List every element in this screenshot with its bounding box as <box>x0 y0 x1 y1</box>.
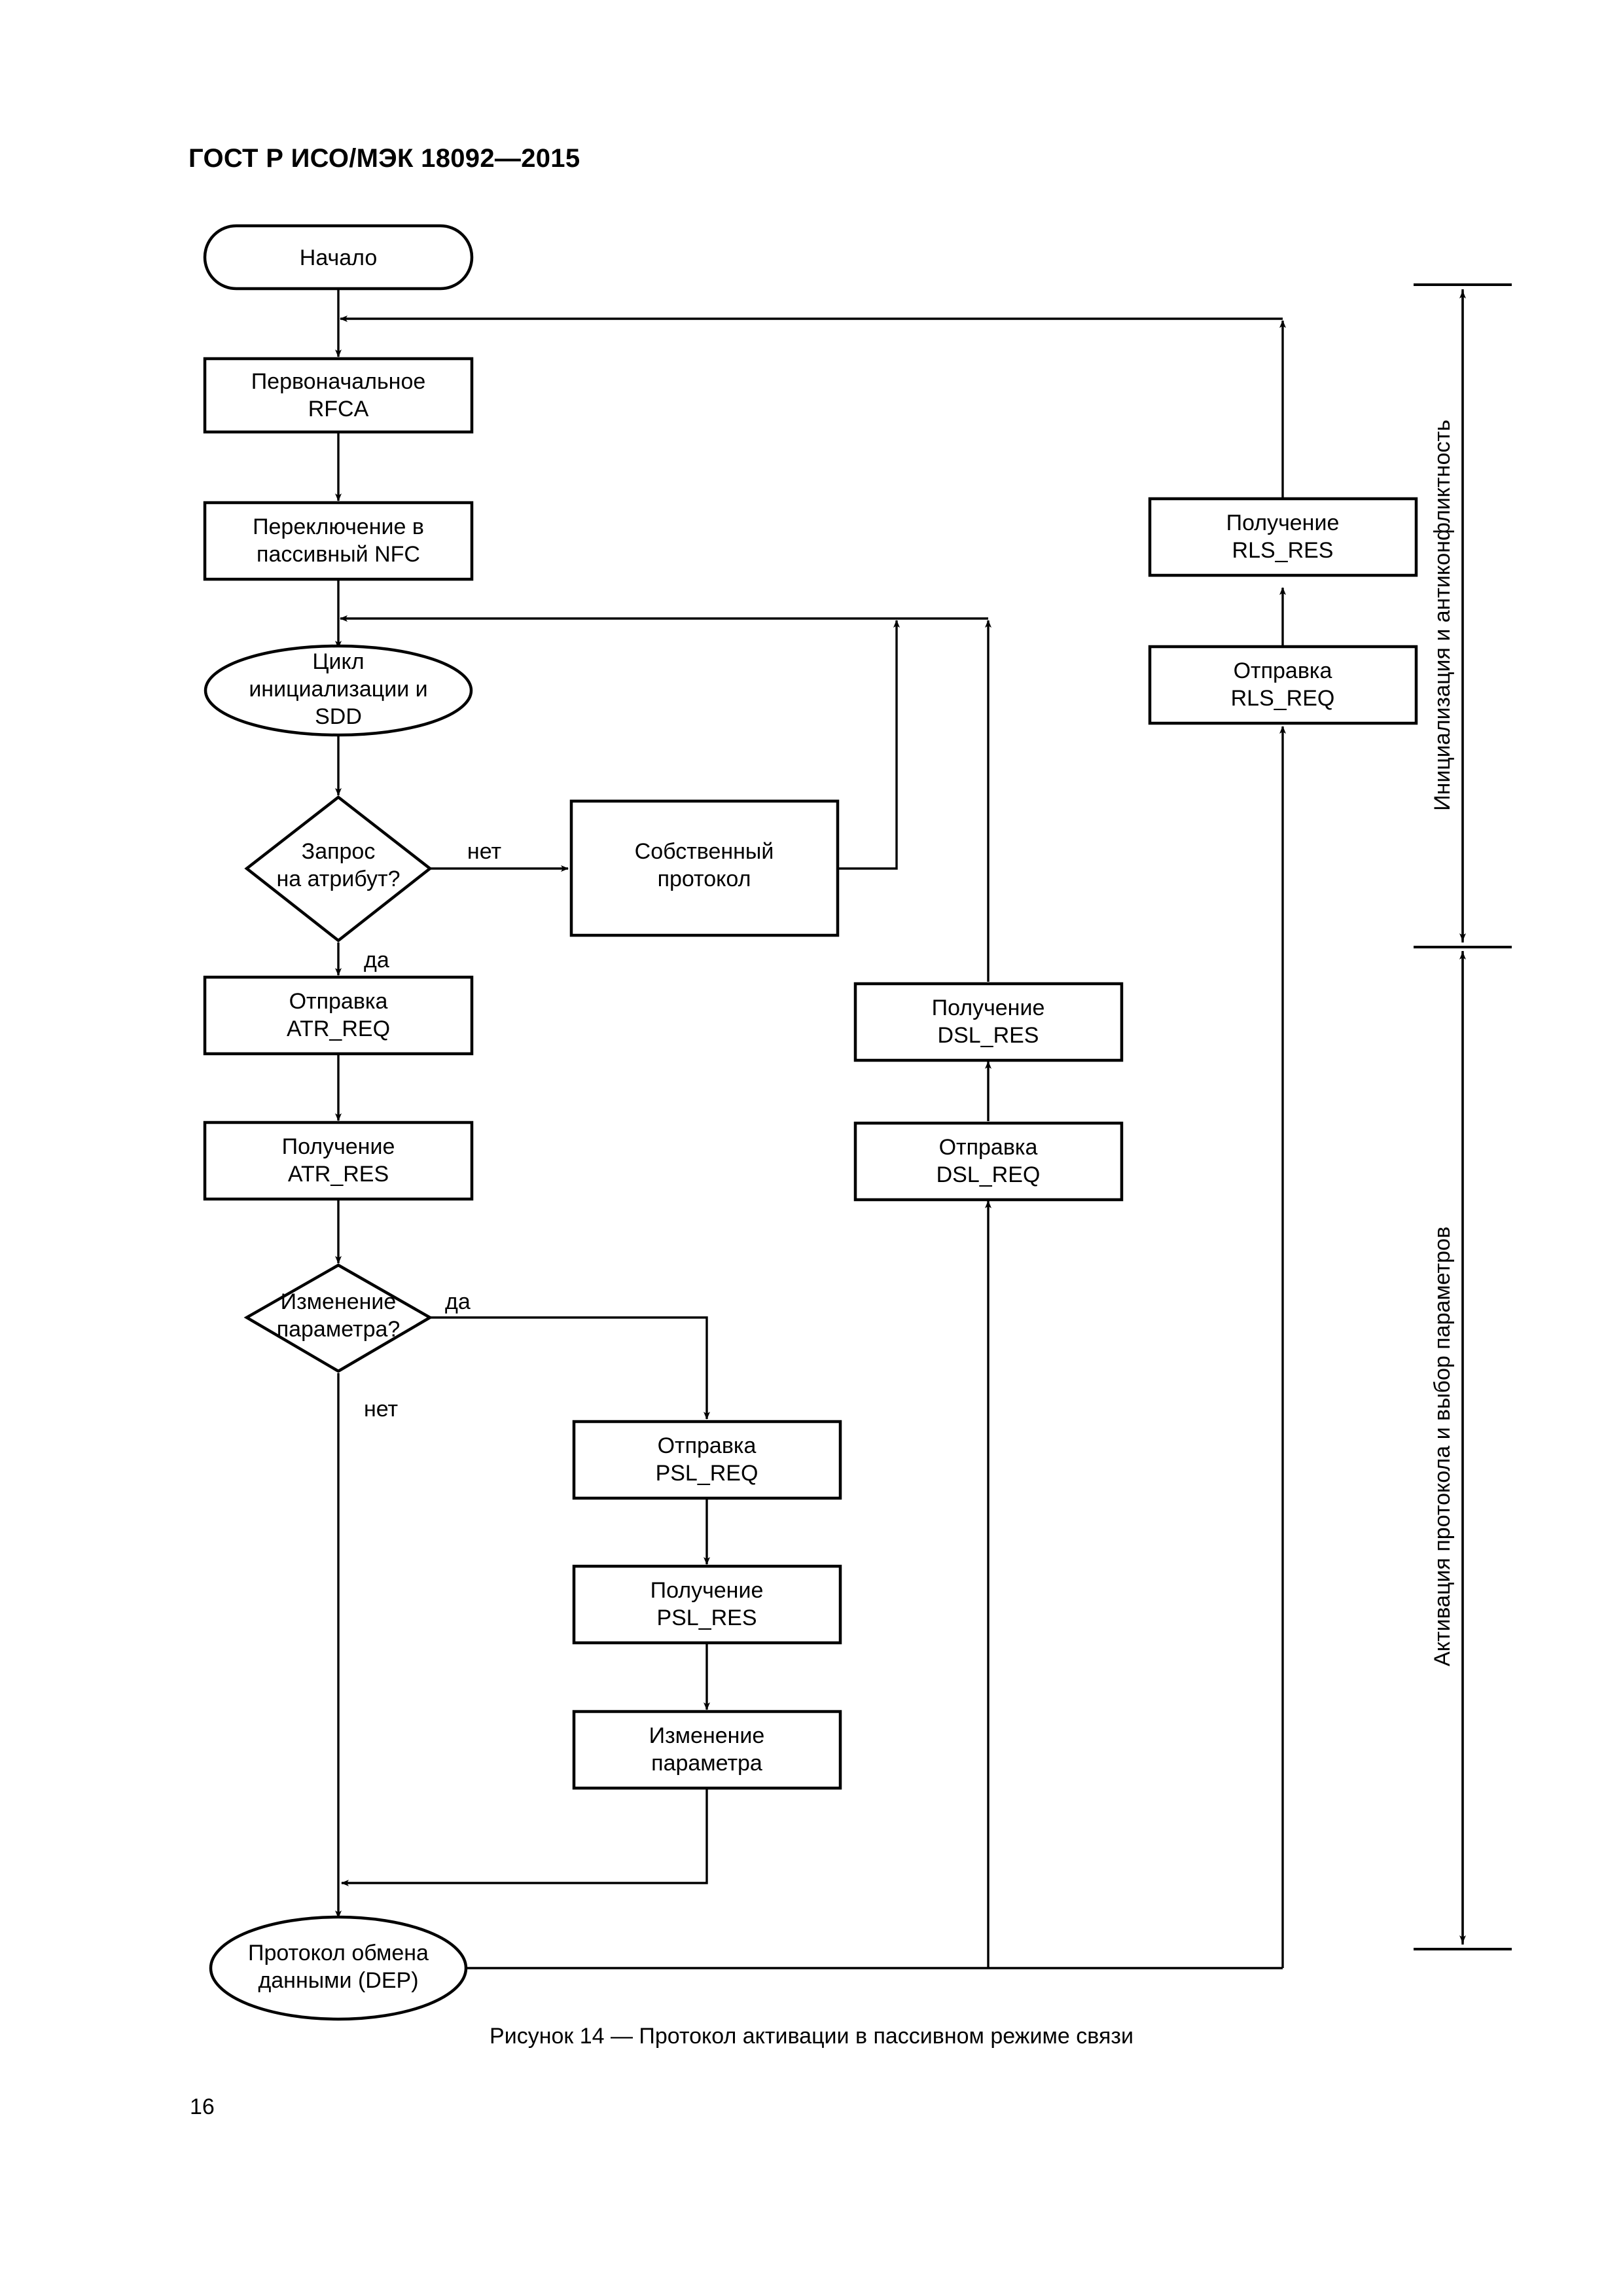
phase-bracket-initialization: Инициализация и антиконфликтность <box>1414 283 1512 948</box>
start-label: Начало <box>300 245 377 270</box>
edge-param-yes-to-psl-req <box>429 1316 710 1420</box>
node-recv-atr-res: Получение ATR_RES <box>203 1121 474 1201</box>
switch-nfc-label-line1: Переключение в <box>253 514 424 539</box>
bracket-label-activation: Активация протокола и выбор параметров <box>1430 1227 1455 1666</box>
connectors <box>335 288 1286 1969</box>
document-header: ГОСТ Р ИСО/МЭК 18092—2015 <box>188 144 580 173</box>
recv-psl-res-label-line1: Получение <box>651 1578 764 1603</box>
initial-rfca-label-line2: RFCA <box>308 397 369 422</box>
edge-label-attr-no: нет <box>467 839 501 864</box>
send-rls-req-label-line2: RLS_REQ <box>1231 686 1335 711</box>
node-send-atr-req: Отправка ATR_REQ <box>203 975 474 1056</box>
switch-nfc-label-line2: пассивный NFC <box>257 542 420 567</box>
send-atr-req-label-line2: ATR_REQ <box>287 1016 390 1041</box>
recv-atr-res-label-line2: ATR_RES <box>288 1162 389 1187</box>
recv-rls-res-shape <box>1148 497 1418 577</box>
recv-dsl-res-label-line1: Получение <box>932 996 1045 1020</box>
node-attr-request-decision: Запрос на атрибут? <box>244 795 433 942</box>
send-dsl-req-label-line2: DSL_REQ <box>936 1162 1041 1187</box>
recv-rls-res-label-line2: RLS_RES <box>1232 538 1334 563</box>
node-dep: Протокол обмена данными (DEP) <box>209 1915 468 2021</box>
recv-psl-res-label-line2: PSL_RES <box>656 1605 757 1630</box>
dep-label-line2: данными (DEP) <box>258 1968 418 1993</box>
recv-atr-res-shape <box>203 1121 474 1201</box>
node-start: Начало <box>203 224 474 291</box>
param-change-label-line1: Изменение <box>649 1723 765 1748</box>
node-recv-dsl-res: Получение DSL_RES <box>853 982 1124 1062</box>
send-rls-req-label-line1: Отправка <box>1234 658 1332 683</box>
figure-caption: Рисунок 14 — Протокол активации в пассив… <box>490 2024 1133 2049</box>
recv-dsl-res-label-line2: DSL_RES <box>938 1023 1039 1048</box>
init-sdd-label-line3: SDD <box>315 704 362 729</box>
bracket-label-initialization: Инициализация и антиконфликтность <box>1430 420 1455 811</box>
own-protocol-label-line2: протокол <box>658 867 751 891</box>
attr-request-label-line1: Запрос <box>302 839 376 864</box>
start-shape <box>203 224 474 291</box>
init-sdd-label-line2: инициализации и <box>249 677 427 702</box>
edge-param-change-to-dep <box>341 1788 708 1886</box>
send-atr-req-shape <box>203 975 474 1056</box>
send-dsl-req-label-line1: Отправка <box>939 1135 1038 1160</box>
send-atr-req-label-line1: Отправка <box>289 989 388 1014</box>
node-initial-rfca: Первоначальное RFCA <box>203 357 474 434</box>
node-switch-nfc: Переключение в пассивный NFC <box>203 501 474 581</box>
initial-rfca-label-line1: Первоначальное <box>251 369 426 394</box>
init-sdd-shape <box>204 644 473 737</box>
send-rls-req-shape <box>1148 645 1418 725</box>
node-recv-rls-res: Получение RLS_RES <box>1148 497 1418 577</box>
recv-psl-res-shape <box>572 1564 842 1645</box>
node-own-protocol: Собственный протокол <box>569 799 840 937</box>
edge-label-param-yes: да <box>445 1289 471 1314</box>
param-change-decision-label-line1: Изменение <box>281 1289 397 1314</box>
param-change-label-line2: параметра <box>651 1751 762 1776</box>
own-protocol-shape <box>569 799 840 937</box>
send-psl-req-shape <box>572 1420 842 1500</box>
init-sdd-label-line1: Цикл <box>312 649 364 674</box>
dep-label-line1: Протокол обмена <box>248 1941 429 1965</box>
node-send-psl-req: Отправка PSL_REQ <box>572 1420 842 1500</box>
send-psl-req-label-line2: PSL_REQ <box>656 1461 758 1486</box>
send-dsl-req-shape <box>853 1121 1124 1202</box>
recv-atr-res-label-line1: Получение <box>282 1134 395 1159</box>
node-send-dsl-req: Отправка DSL_REQ <box>853 1121 1124 1202</box>
own-protocol-label-line1: Собственный <box>635 839 774 864</box>
attr-request-label-line2: на атрибут? <box>277 867 401 891</box>
node-send-rls-req: Отправка RLS_REQ <box>1148 645 1418 725</box>
node-param-change: Изменение параметра <box>572 1710 842 1790</box>
param-change-decision-shape <box>243 1263 433 1373</box>
phase-bracket-activation: Активация протокола и выбор параметров <box>1414 951 1512 1950</box>
param-change-shape <box>572 1710 842 1790</box>
edge-label-attr-yes: да <box>364 948 389 973</box>
node-param-change-decision: Изменение параметра? <box>243 1263 433 1373</box>
node-init-sdd-cycle: Цикл инициализации и SDD <box>204 644 473 737</box>
edge-label-param-no: нет <box>364 1397 398 1422</box>
recv-dsl-res-shape <box>853 982 1124 1062</box>
page-number: 16 <box>190 2094 215 2119</box>
recv-rls-res-label-line1: Получение <box>1226 511 1340 535</box>
send-psl-req-label-line1: Отправка <box>658 1433 757 1458</box>
switch-nfc-shape <box>203 501 474 581</box>
edge-own-protocol-loopback <box>838 620 900 870</box>
attr-request-shape <box>244 795 433 942</box>
dep-shape <box>209 1915 468 2021</box>
node-recv-psl-res: Получение PSL_RES <box>572 1564 842 1645</box>
param-change-decision-label-line2: параметра? <box>277 1317 401 1342</box>
initial-rfca-shape <box>203 357 474 434</box>
